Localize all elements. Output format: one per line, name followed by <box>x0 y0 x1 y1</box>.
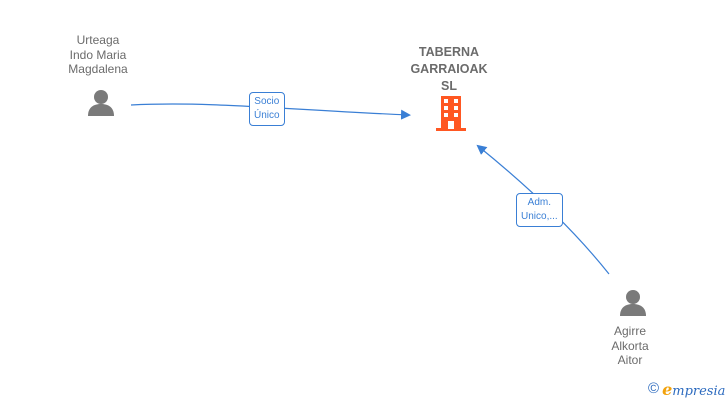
brand-footer[interactable]: © empresia <box>648 380 725 399</box>
edge-label-line: Único <box>254 110 280 121</box>
person-name-urteaga[interactable]: Urteaga Indo Maria Magdalena <box>48 33 148 77</box>
company-name-line: SL <box>441 79 457 93</box>
person-name-line: Alkorta <box>611 338 649 353</box>
copyright-icon: © <box>648 380 660 397</box>
brand-logo: empresia <box>662 380 725 399</box>
edge-label-line: Adm. <box>527 197 552 208</box>
edge-label-socio-unico[interactable]: Socio Único <box>249 92 285 126</box>
building-icon[interactable] <box>435 96 467 132</box>
company-name-line: TABERNA <box>418 45 480 59</box>
person-name-line: Agirre <box>613 324 646 338</box>
person-name-line: Aitor <box>617 353 643 367</box>
edge-label-line: Unico,... <box>521 211 558 222</box>
edge-label-adm-unico[interactable]: Adm. Unico,... <box>516 193 563 227</box>
company-name-line: GARRAIOAK <box>410 62 488 76</box>
person-name-line: Urteaga <box>76 33 120 47</box>
person-name-line: Indo Maria <box>69 47 127 62</box>
person-icon[interactable] <box>618 288 648 318</box>
brand-logo-rest: mpresia <box>672 383 726 399</box>
company-name[interactable]: TABERNA GARRAIOAK SL <box>394 44 504 95</box>
person-name-agirre[interactable]: Agirre Alkorta Aitor <box>580 324 680 368</box>
edge-label-line: Socio <box>254 96 280 107</box>
person-icon[interactable] <box>86 88 116 118</box>
person-name-line: Magdalena <box>68 62 128 76</box>
brand-logo-initial: e <box>662 379 673 399</box>
